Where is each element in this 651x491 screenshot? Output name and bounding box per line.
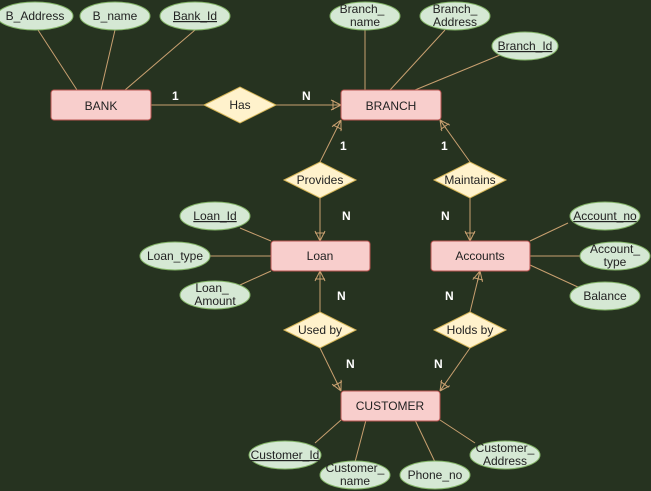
edge-holdsby-customer <box>439 347 471 392</box>
attribute-phone-no: Phone_no <box>399 460 471 490</box>
svg-text:Loan_: Loan_ <box>195 281 229 295</box>
svg-text:Account_no: Account_no <box>573 209 637 223</box>
cardinality-maintains-accounts: N <box>441 209 450 223</box>
entity-branch: BRANCH <box>340 89 442 121</box>
edge-balance-accounts <box>529 264 581 289</box>
cardinality-has-branch: N <box>302 89 311 103</box>
svg-text:Maintains: Maintains <box>444 173 495 187</box>
edge-customeraddress-customer <box>439 419 476 444</box>
relationship-has: Has <box>202 86 278 124</box>
edge-customername-customer <box>354 419 367 463</box>
cardinality-provides-loan: N <box>342 209 351 223</box>
attribute-customer-name: Customer_ name <box>319 460 391 490</box>
attribute-b-address: B_Address <box>0 1 74 31</box>
relationship-provides: Provides <box>282 161 358 199</box>
svg-text:Holds by: Holds by <box>447 323 494 337</box>
cardinality-labels: 1 N 1 N 1 N N N N N <box>172 89 454 371</box>
edge-usedby-customer <box>319 347 343 392</box>
edge-customerid-customer <box>314 419 342 444</box>
svg-text:B_Address: B_Address <box>6 9 65 23</box>
svg-text:Provides: Provides <box>297 173 344 187</box>
relationship-holds-by: Holds by <box>432 311 508 349</box>
cardinality-loan-usedby: N <box>337 289 346 303</box>
attribute-balance: Balance <box>569 281 641 311</box>
edge-branch-provides <box>319 119 343 163</box>
edge-accountno-accounts <box>529 222 569 242</box>
edge-loanid-loan <box>239 227 272 242</box>
edge-phone-customer <box>414 419 436 463</box>
attribute-bank-id: Bank_Id <box>159 1 231 31</box>
svg-text:BRANCH: BRANCH <box>366 99 417 113</box>
svg-text:name: name <box>350 15 380 29</box>
edge-branchid-branch <box>414 54 501 91</box>
svg-text:Amount: Amount <box>194 294 236 308</box>
svg-text:Customer_: Customer_ <box>326 461 385 475</box>
attribute-account-no: Account_no <box>569 201 641 231</box>
entity-accounts: Accounts <box>430 240 531 272</box>
svg-text:Loan_type: Loan_type <box>147 249 203 263</box>
svg-text:B_name: B_name <box>93 9 138 23</box>
attribute-b-name: B_name <box>79 1 151 31</box>
svg-text:Customer_Id: Customer_Id <box>251 448 320 462</box>
svg-text:Branch_: Branch_ <box>433 2 478 16</box>
attribute-account-type: Account_ type <box>579 241 651 271</box>
edges <box>37 29 581 463</box>
svg-text:Account_: Account_ <box>590 242 640 256</box>
edge-branchaddress-branch <box>389 29 446 91</box>
svg-text:Address: Address <box>483 454 527 468</box>
attribute-branch-id: Branch_Id <box>491 31 559 61</box>
cardinality-usedby-customer: N <box>346 357 355 371</box>
svg-text:Loan_Id: Loan_Id <box>193 209 236 223</box>
attribute-customer-id: Customer_Id <box>248 440 322 470</box>
cardinality-accounts-holdsby: N <box>445 289 454 303</box>
svg-text:Used by: Used by <box>298 323 342 337</box>
relationship-used-by: Used by <box>282 311 358 349</box>
svg-text:Balance: Balance <box>583 289 627 303</box>
edge-baddress-bank <box>37 29 78 91</box>
edge-accounts-holdsby <box>469 270 484 313</box>
attribute-loan-id: Loan_Id <box>179 201 251 231</box>
edge-bankid-bank <box>124 29 196 91</box>
svg-text:Branch_: Branch_ <box>340 2 385 16</box>
svg-text:Has: Has <box>229 98 250 112</box>
entity-customer: CUSTOMER <box>340 390 441 422</box>
svg-text:Loan: Loan <box>307 249 334 263</box>
cardinality-branch-maintains: 1 <box>441 139 448 153</box>
cardinality-branch-provides: 1 <box>340 139 347 153</box>
entity-loan: Loan <box>270 240 371 272</box>
attribute-customer-address: Customer_ Address <box>469 440 541 470</box>
svg-text:Accounts: Accounts <box>455 249 504 263</box>
attribute-loan-amount: Loan_ Amount <box>179 280 251 310</box>
attribute-branch-address: Branch_ Address <box>419 1 491 31</box>
svg-text:Address: Address <box>433 15 477 29</box>
attribute-branch-name: Branch_ name <box>329 1 401 31</box>
attribute-loan-type: Loan_type <box>139 241 211 271</box>
svg-text:name: name <box>340 474 370 488</box>
svg-text:type: type <box>604 255 627 269</box>
svg-text:BANK: BANK <box>85 99 118 113</box>
entity-bank: BANK <box>50 89 152 121</box>
cardinality-bank-has: 1 <box>172 89 179 103</box>
edge-bname-bank <box>100 29 116 91</box>
cardinality-holdsby-customer: N <box>434 357 443 371</box>
relationship-maintains: Maintains <box>432 161 508 199</box>
svg-text:Branch_Id: Branch_Id <box>498 39 553 53</box>
edge-loanamount-loan <box>239 270 272 286</box>
edge-branch-maintains <box>439 119 471 163</box>
svg-text:CUSTOMER: CUSTOMER <box>356 399 425 413</box>
svg-text:Customer_: Customer_ <box>476 441 535 455</box>
svg-text:Phone_no: Phone_no <box>408 468 463 482</box>
svg-text:Bank_Id: Bank_Id <box>173 9 217 23</box>
